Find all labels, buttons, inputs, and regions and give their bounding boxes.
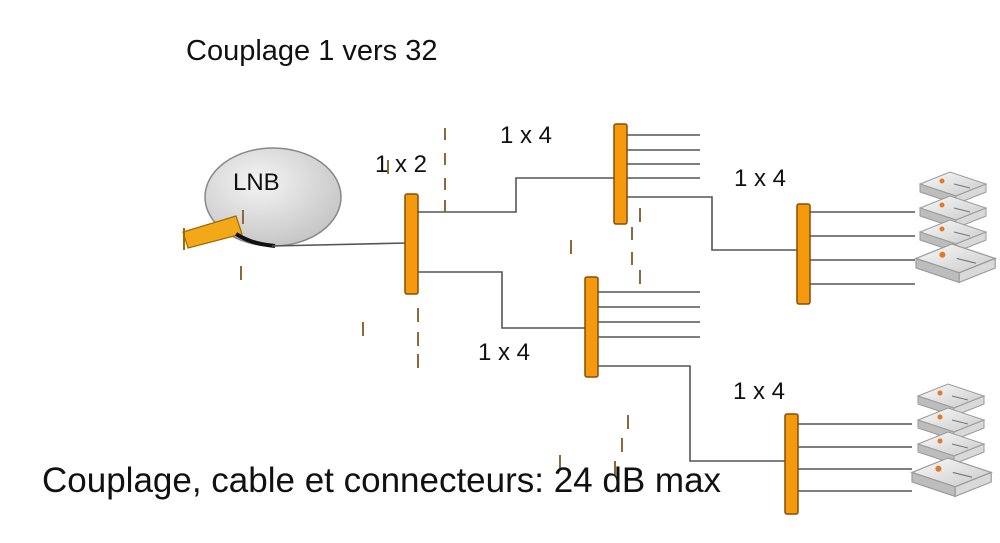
splitter-1x4-lower	[584, 276, 599, 378]
lnb-head	[182, 215, 276, 250]
splitter-1x2	[404, 193, 419, 295]
tick-marks	[240, 128, 641, 475]
lnb-label: LNB	[233, 169, 280, 196]
label-1x4-lower: 1 x 4	[478, 339, 530, 366]
receivers-bottom	[911, 383, 992, 497]
receivers-top	[915, 171, 996, 283]
splitter-1x4-right-bottom	[784, 413, 799, 515]
wiring	[271, 134, 915, 492]
label-1x2: 1 x 2	[375, 151, 427, 178]
label-1x4-upper: 1 x 4	[500, 122, 552, 149]
label-1x4-right-top: 1 x 4	[734, 165, 786, 192]
splitter-1x4-upper	[613, 123, 628, 225]
label-1x4-right-bottom: 1 x 4	[733, 378, 785, 405]
diagram-title: Couplage 1 vers 32	[186, 35, 438, 67]
splitter-1x4-right-top	[796, 203, 811, 305]
footer-note: Couplage, cable et connecteurs: 24 dB ma…	[42, 461, 722, 500]
